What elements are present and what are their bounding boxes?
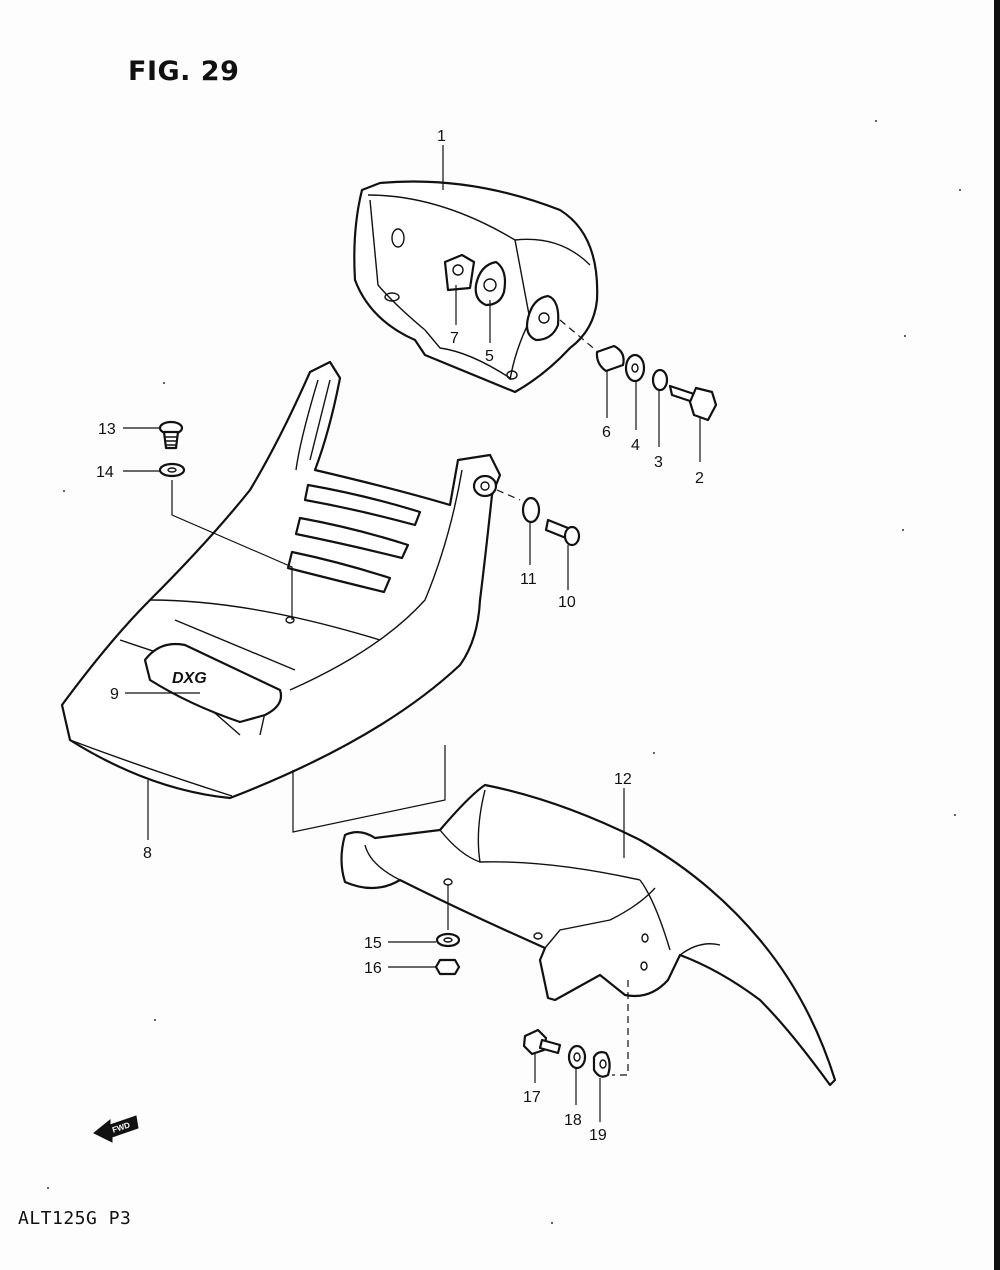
page-edge-shadow <box>994 0 1000 1270</box>
scan-specks <box>47 120 961 1224</box>
decal-text: DXG <box>172 670 207 687</box>
part-rear-box <box>353 180 599 394</box>
part-screw-13 <box>158 420 184 450</box>
part-washer-18 <box>567 1044 587 1070</box>
callout-6: 6 <box>602 424 611 441</box>
callout-leaders <box>123 145 701 1122</box>
callout-1: 1 <box>437 128 446 145</box>
callout-3: 3 <box>654 454 663 471</box>
part-nut-16 <box>434 958 461 976</box>
callout-4: 4 <box>631 437 640 454</box>
model-code: ALT125G P3 <box>18 1208 132 1229</box>
figure-title: FIG. 29 <box>128 56 240 87</box>
callout-5: 5 <box>485 348 494 365</box>
callout-17: 17 <box>523 1089 541 1106</box>
callout-9: 9 <box>110 686 119 703</box>
callout-16: 16 <box>364 960 382 977</box>
callout-18: 18 <box>564 1112 582 1129</box>
leader-14-to-hole <box>171 480 293 620</box>
part-washer-15 <box>435 932 461 948</box>
callout-15: 15 <box>364 935 382 952</box>
callout-numbers: 1 2 3 4 5 6 7 8 9 10 11 12 13 14 15 16 1… <box>96 128 704 1144</box>
fwd-arrow-icon: FWD <box>93 1115 139 1143</box>
part-lock-washer-3 <box>651 368 669 392</box>
callout-11: 11 <box>520 571 537 588</box>
callout-10: 10 <box>558 594 576 611</box>
assembly-line-carrier-washer <box>496 489 521 501</box>
part-bolt-2 <box>668 384 718 422</box>
callout-19: 19 <box>589 1127 607 1144</box>
part-decal-9: DXG <box>143 642 283 724</box>
callout-2: 2 <box>695 470 704 487</box>
callout-13: 13 <box>98 421 116 438</box>
callout-12: 12 <box>614 771 632 788</box>
part-washer-14 <box>158 462 186 478</box>
part-screw-10 <box>544 518 581 547</box>
part-nut-19 <box>592 1051 611 1078</box>
leader-carrier-to-fender <box>292 745 446 833</box>
callout-7: 7 <box>450 330 459 347</box>
part-bolt-17 <box>522 1028 562 1056</box>
part-washer-4 <box>624 353 646 383</box>
part-collar-6 <box>595 344 625 373</box>
callout-14: 14 <box>96 464 114 481</box>
part-washer-11 <box>521 496 541 524</box>
part-rear-fender <box>340 783 837 1087</box>
assembly-line-box-collar <box>559 319 599 353</box>
callout-8: 8 <box>143 845 152 862</box>
